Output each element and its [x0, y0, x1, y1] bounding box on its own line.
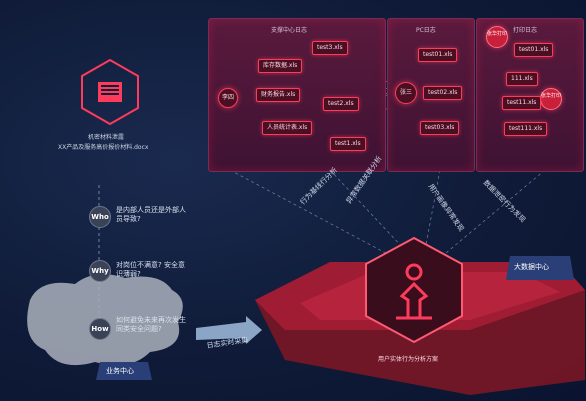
file-node[interactable]: 人员统计表.xls — [262, 121, 313, 135]
panel-title: PC日志 — [416, 27, 436, 34]
log-collection-label: 日志实时采集 — [206, 336, 249, 350]
uba-caption: 用户实体行为分析方案 — [378, 356, 439, 363]
panel-title: 支撑中心日志 — [271, 27, 308, 34]
file-node[interactable]: test3.xls — [312, 41, 348, 55]
file-node[interactable]: test2.xls — [323, 97, 359, 111]
panel-title: 打印日志 — [513, 27, 538, 34]
file-node[interactable]: test111.xls — [504, 122, 548, 136]
why-question: 对岗位不满意? 安全意识薄弱? — [116, 261, 185, 278]
file-node[interactable]: 111.xls — [506, 72, 538, 86]
user-node-zhangsan[interactable]: 张三 — [395, 82, 417, 104]
business-center-label: 业务中心 — [106, 367, 134, 375]
file-node[interactable]: test11.xls — [502, 96, 542, 110]
doc-filename: XX产品及服务高价报价材料.docx — [58, 144, 149, 151]
file-node[interactable]: 库存数据.xls — [258, 59, 303, 73]
doc-hexagon — [81, 58, 139, 126]
diagonal-label: 数据泄密行为发现 — [481, 178, 527, 224]
file-node[interactable]: test01.xls — [418, 48, 458, 62]
who-badge: Who — [89, 206, 111, 228]
print-node[interactable]: 张华打印 — [540, 88, 562, 110]
file-node[interactable]: test02.xls — [423, 86, 463, 100]
doc-caption: 机密材料泄露 — [88, 134, 125, 141]
file-node[interactable]: test01.xls — [514, 43, 554, 57]
print-node[interactable]: 张华打印 — [486, 26, 508, 48]
how-badge: How — [89, 318, 111, 340]
file-node[interactable]: 财务报告.xls — [256, 88, 301, 102]
diagonal-label: 用户画像异常发现 — [426, 182, 466, 234]
uba-hexagon — [365, 236, 463, 344]
user-node-lisi[interactable]: 李四 — [218, 88, 238, 108]
file-node[interactable]: test1.xls — [330, 137, 366, 151]
how-question: 如何避免未来再次发生同类安全问题? — [116, 316, 186, 333]
who-question: 是内部人员还是外部人员导致? — [116, 206, 186, 223]
file-node[interactable]: test03.xls — [420, 121, 460, 135]
big-data-center-label: 大数据中心 — [514, 263, 549, 271]
why-badge: Why — [89, 260, 111, 282]
